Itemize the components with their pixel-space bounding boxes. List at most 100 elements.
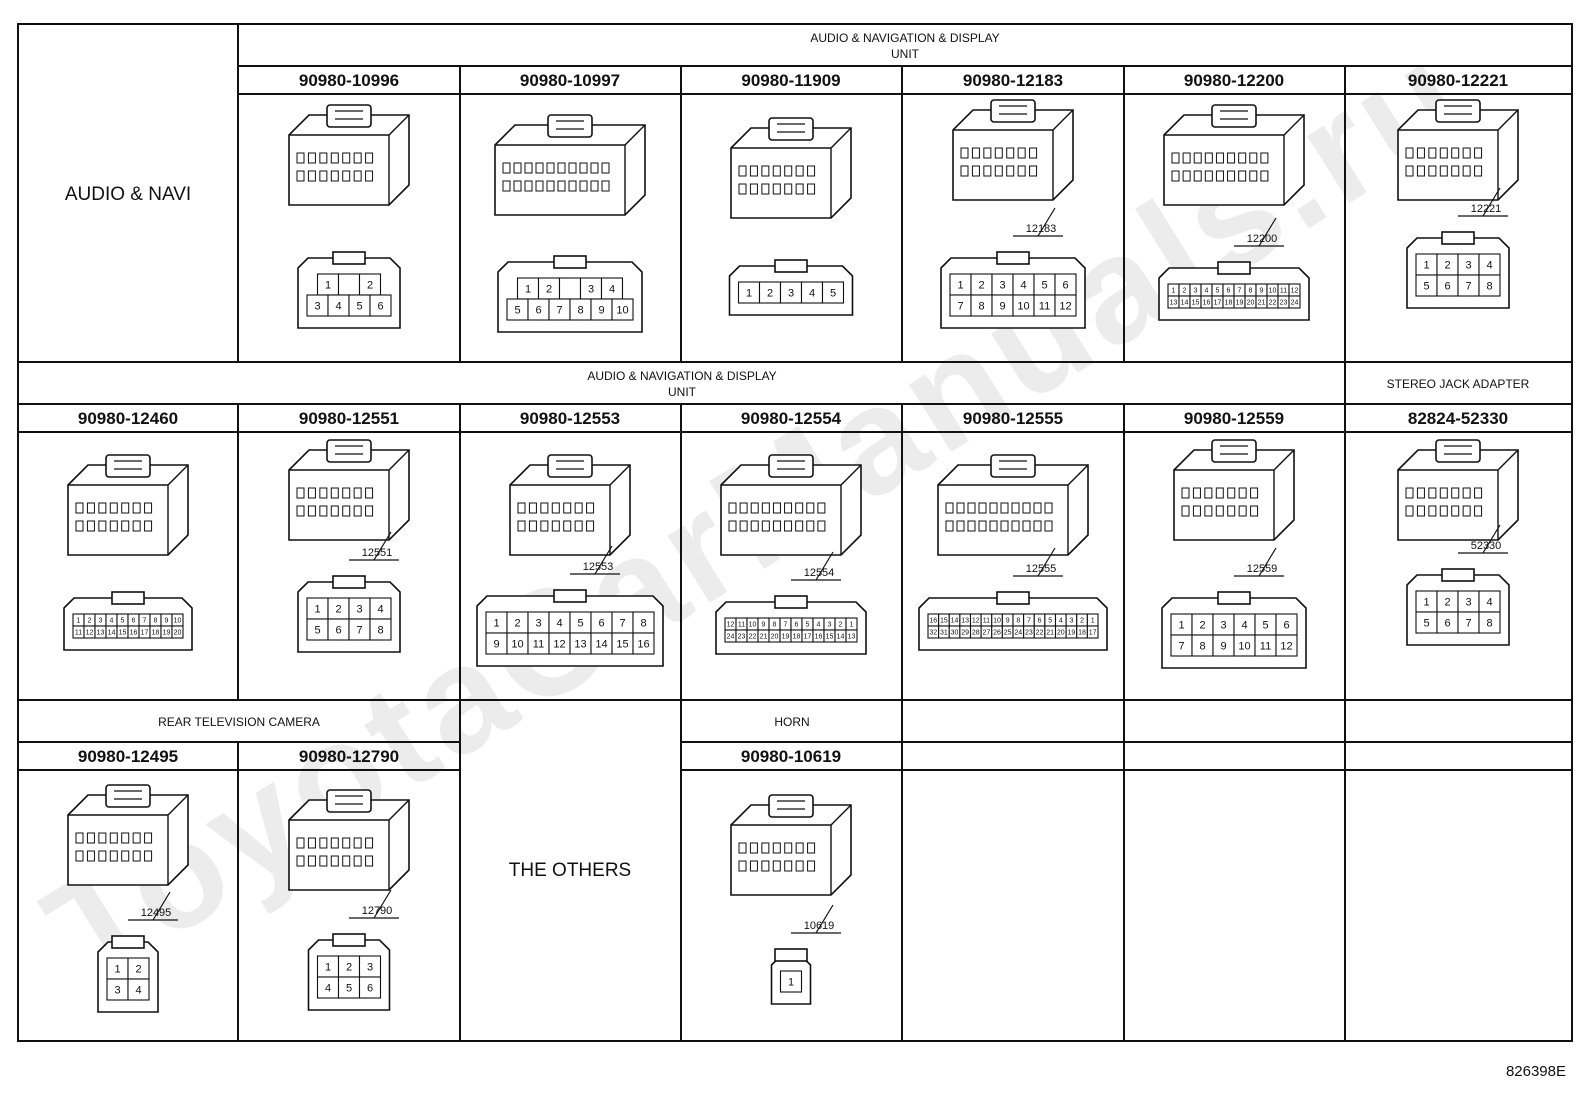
connector-housing-illustration [1397,99,1519,201]
pin-number: 9 [1220,641,1226,653]
pin-number: 9 [493,639,499,651]
pin-cavity: 6 [790,617,803,631]
connector-housing-illustration [952,99,1074,201]
pin-cavity: 17 [1211,295,1224,309]
group-header-row2-line1: AUDIO & NAVIGATION & DISPLAY [587,369,776,383]
connector-housing-illustration [67,454,189,556]
pin-cavity: 20 [1244,295,1257,309]
pin-number: 2 [1444,260,1450,272]
pin-cavity: 5 [1415,611,1438,634]
pin-cavity: 8 [1191,634,1214,657]
pin-cavity: 1 [845,617,858,631]
pin-number: 5 [356,301,362,313]
part-number: 90980-12183 [963,71,1063,90]
connector-housing-illustration [288,789,410,891]
pin-number: 11 [75,630,82,637]
pin-cavity: 10 [991,613,1003,627]
connector-pin-face: 1 [770,948,812,1005]
pin-number: 3 [1069,618,1073,625]
pin-cavity: 7 [611,611,634,634]
pin-cavity: 5 [337,976,361,999]
part-number: 90980-12200 [1184,71,1284,90]
pin-number: 5 [830,288,836,300]
pin-number: 1 [1178,620,1184,632]
connector-code-callout: 12551 [349,531,399,561]
pin-number: 24 [1014,630,1022,637]
pin-cavity: 22 [1266,295,1279,309]
pin-number: 4 [556,618,562,630]
pin-cavity: 21 [1044,625,1057,639]
pin-number: 5 [1423,281,1429,293]
pin-number: 12 [1280,641,1292,653]
pin-cavity: 13 [94,625,107,639]
pin-cavity: 2 [337,955,361,978]
pin-number: 30 [951,630,959,637]
pin-cavity: 18 [790,629,803,643]
connector-code-label: 12495 [141,907,172,919]
pin-cavity: 22 [1033,625,1046,639]
pin-cavity: 15 [611,632,634,655]
pin-number: 8 [640,618,646,630]
connector-housing-illustration [1163,104,1305,206]
pin-cavity: 16 [927,613,940,627]
part-number: 90980-12551 [299,409,399,428]
part-number: 90980-12559 [1184,409,1284,428]
pin-number: 19 [1068,630,1076,637]
pin-cavity: 13 [569,632,592,655]
pin-number: 6 [535,305,541,317]
pin-number: 2 [978,280,984,292]
pin-cavity: 6 [1436,274,1459,297]
pin-number: 11 [1260,641,1271,653]
part-number: 90980-12495 [78,747,178,766]
pin-number: 6 [1444,618,1450,630]
pin-number: 25 [1004,630,1012,637]
pin-number: 14 [595,639,607,651]
pin-cavity: 10 [1012,294,1035,317]
pin-number: 3 [114,985,120,997]
part-number: 90980-10997 [520,71,620,90]
connector-housing-illustration [730,794,852,896]
pin-cavity: 15 [116,625,129,639]
pin-number: 4 [1241,620,1247,632]
pin-number: 6 [1283,620,1289,632]
pin-cavity: 7 [1457,611,1480,634]
pin-number: 8 [377,625,383,637]
pin-cavity: 4 [1478,590,1501,613]
pin-number: 4 [335,301,341,313]
group-header-horn: HORN [774,715,809,729]
pin-cavity: 5 [1211,283,1224,297]
pin-cavity: 23 [735,629,748,643]
pin-cavity: 9 [160,613,173,627]
pin-cavity: 3 [358,955,382,978]
pin-number: 23 [738,634,746,641]
pin-cavity: 5 [506,298,529,321]
pin-number: 15 [826,634,834,641]
pin-number: 6 [132,618,136,625]
pin-number: 20 [1247,300,1255,307]
part-number: 90980-10619 [741,747,841,766]
pin-number: 10 [1238,641,1250,653]
pin-number: 2 [335,604,341,616]
connector-code-label: 12554 [804,567,835,579]
pin-number: 15 [616,639,628,651]
pin-number: 22 [1269,300,1277,307]
pin-number: 3 [314,301,320,313]
connector-code-callout: 10619 [791,904,841,934]
pin-cavity: 9 [991,294,1014,317]
pin-number: 1 [1423,597,1429,609]
pin-cavity: 19 [1065,625,1078,639]
pin-number: 5 [577,618,583,630]
pin-cavity: 2 [506,611,529,634]
pin-cavity: 1 [1086,613,1099,627]
pin-number: 14 [837,634,845,641]
pin-number: 17 [1089,630,1097,637]
pin-cavity: 9 [485,632,508,655]
pin-number: 16 [1203,300,1211,307]
connector-housing-illustration [288,439,410,541]
pin-cavity: 1 [306,597,329,620]
pin-number: 10 [511,639,523,651]
pin-number: 2 [88,618,92,625]
connector-code-callout: 12790 [349,889,399,919]
pin-cavity [337,273,361,296]
